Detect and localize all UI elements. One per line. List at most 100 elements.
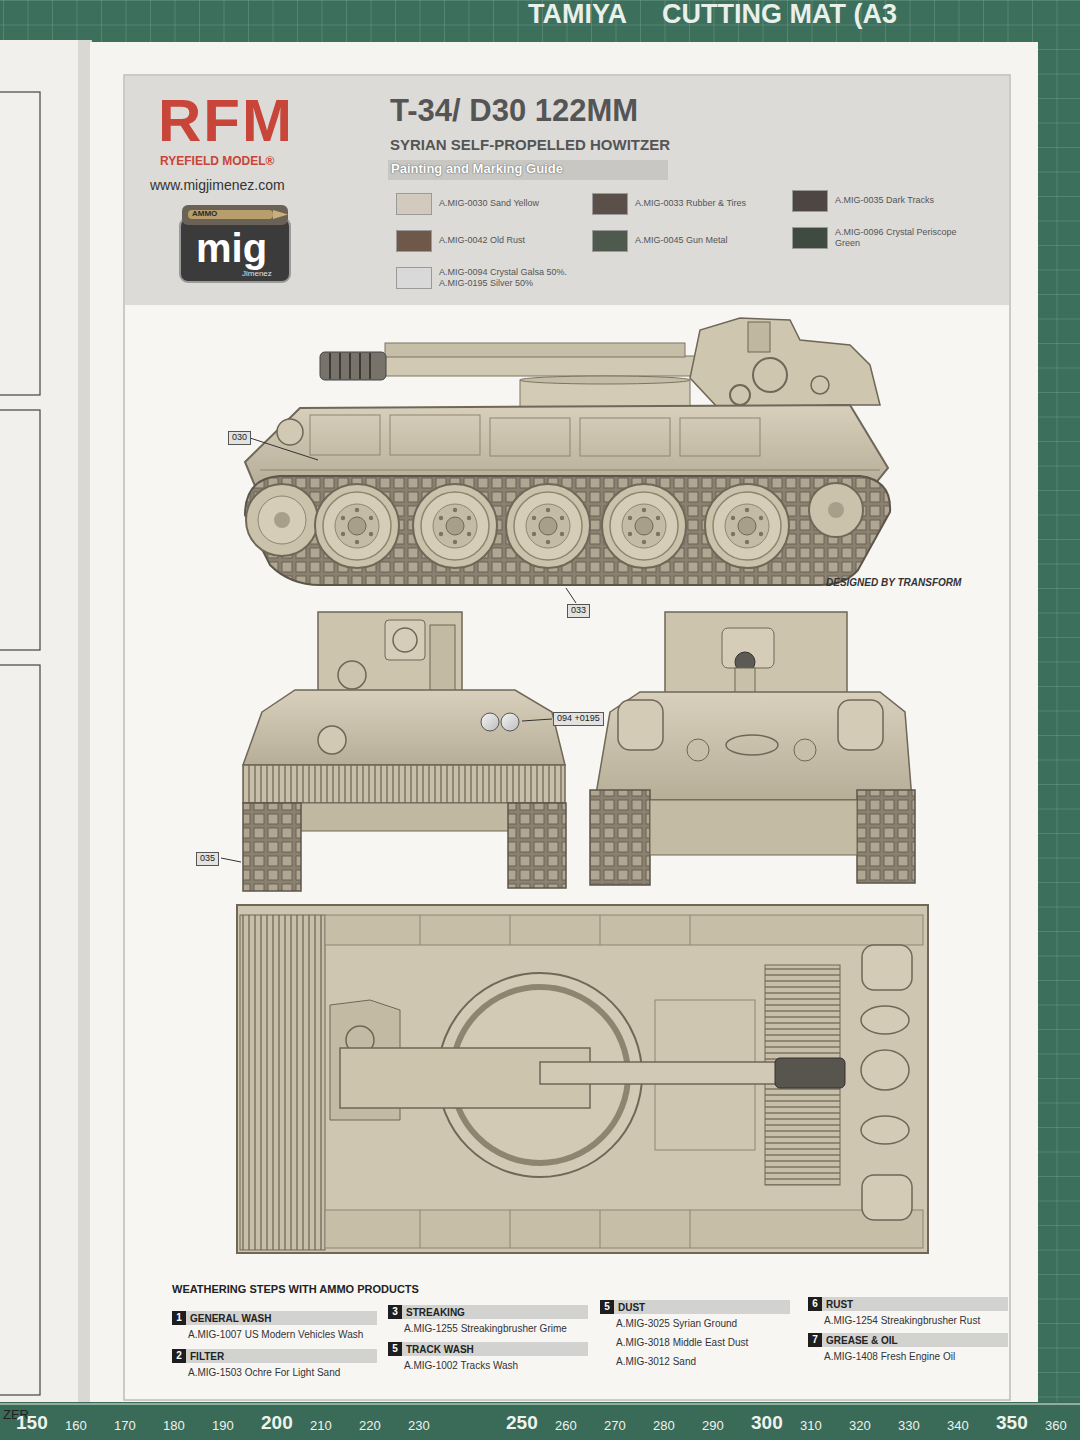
ruler-number: 280 [653, 1419, 675, 1433]
legend-entry: A.MIG-0042 Old Rust [396, 230, 579, 252]
ruler-number: 350 [996, 1413, 1028, 1434]
product-name: A.MIG-3012 Sand [600, 1352, 790, 1371]
step-number: 5 [388, 1342, 402, 1356]
logo-text: AMMO [192, 210, 217, 219]
weathering-step: 6 RUSTA.MIG-1254 Streakingbrusher Rust [808, 1297, 1008, 1330]
ruler-number: 160 [65, 1419, 87, 1433]
ruler-number: 220 [359, 1419, 381, 1433]
mig-logo [180, 205, 290, 282]
ruler-number: 270 [604, 1419, 626, 1433]
paint-name: A.MIG-0030 Sand Yellow [439, 198, 579, 209]
ruler-number: 150 [16, 1413, 48, 1434]
color-swatch [396, 193, 432, 215]
credit-note: DESIGNED BY TRANSFORM [826, 577, 961, 588]
step-title: FILTER [190, 1351, 230, 1362]
step-title: GREASE & OIL [826, 1335, 904, 1346]
brand-name: RYEFIELD MODEL® [160, 155, 274, 168]
step-title: DUST [618, 1302, 651, 1313]
product-name: A.MIG-1503 Ochre For Light Sand [172, 1363, 377, 1382]
step-header: 5 DUST [600, 1300, 790, 1314]
ruler-number: 180 [163, 1419, 185, 1433]
step-number: 3 [388, 1305, 402, 1319]
weathering-step: 3 STREAKINGA.MIG-1255 Streakingbrusher Gr… [388, 1305, 588, 1338]
callout-number: 033 [567, 604, 590, 618]
product-name: A.MIG-1255 Streakingbrusher Grime [388, 1319, 588, 1338]
step-number: 7 [808, 1333, 822, 1347]
step-header: 7 GREASE & OIL [808, 1333, 1008, 1347]
color-swatch [592, 193, 628, 215]
product-name: A.MIG-1254 Streakingbrusher Rust [808, 1311, 1008, 1330]
callout-number: 094 +0195 [553, 712, 604, 726]
ruler-number: 320 [849, 1419, 871, 1433]
step-title: STREAKING [406, 1307, 471, 1318]
ruler-number: 260 [555, 1419, 577, 1433]
step-header: 6 RUST [808, 1297, 1008, 1311]
legend-entry: A.MIG-0035 Dark Tracks [792, 190, 975, 212]
logo-text: mig [196, 226, 267, 270]
ruler-number: 340 [947, 1419, 969, 1433]
website: www.migjimenez.com [150, 178, 285, 193]
ruler-number: 200 [261, 1413, 293, 1434]
weathering-step: 1 GENERAL WASHA.MIG-1007 US Modern Vehicl… [172, 1311, 377, 1344]
ruler-number: 300 [751, 1413, 783, 1434]
step-header: 5 TRACK WASH [388, 1342, 588, 1356]
legend-entry: A.MIG-0030 Sand Yellow [396, 193, 579, 215]
step-title: RUST [826, 1299, 859, 1310]
paint-name: A.MIG-0094 Crystal Galsa 50%. A.MIG-0195… [439, 267, 579, 290]
legend-entry: A.MIG-0094 Crystal Galsa 50%. A.MIG-0195… [396, 267, 579, 290]
section-heading: WEATHERING STEPS WITH AMMO PRODUCTS [172, 1283, 419, 1295]
step-number: 5 [600, 1300, 614, 1314]
product-name: A.MIG-1408 Fresh Engine Oil [808, 1347, 1008, 1366]
weathering-step: 5 DUSTA.MIG-3025 Syrian GroundA.MIG-3018 … [600, 1300, 790, 1371]
side-view [245, 318, 890, 603]
color-swatch [792, 227, 828, 249]
paint-name: A.MIG-0096 Crystal Periscope Green [835, 227, 975, 250]
ruler-number: 360 [1045, 1419, 1067, 1433]
step-title: GENERAL WASH [190, 1313, 278, 1324]
step-header: 1 GENERAL WASH [172, 1311, 377, 1325]
callout-number: 030 [228, 431, 251, 445]
product-name: A.MIG-3025 Syrian Ground [600, 1314, 790, 1333]
step-number: 2 [172, 1349, 186, 1363]
ruler-number: 210 [310, 1419, 332, 1433]
rear-view [221, 612, 566, 891]
step-number: 1 [172, 1311, 186, 1325]
color-swatch [592, 230, 628, 252]
legend-entry: A.MIG-0096 Crystal Periscope Green [792, 227, 975, 250]
color-swatch [792, 190, 828, 212]
ruler-number: 170 [114, 1419, 136, 1433]
weathering-step: 2 FILTERA.MIG-1503 Ochre For Light Sand [172, 1349, 377, 1382]
subtitle: SYRIAN SELF-PROPELLED HOWITZER [390, 137, 670, 154]
section-heading: Painting and Marking Guide [391, 162, 563, 176]
paint-name: A.MIG-0042 Old Rust [439, 235, 579, 246]
brand-logo: RFM [158, 88, 294, 154]
ruler-number: 250 [506, 1413, 538, 1434]
step-title: TRACK WASH [406, 1344, 480, 1355]
color-swatch [396, 230, 432, 252]
front-view [590, 612, 915, 885]
paint-name: A.MIG-0045 Gun Metal [635, 235, 775, 246]
weathering-step: 5 TRACK WASHA.MIG-1002 Tracks Wash [388, 1342, 588, 1375]
color-swatch [396, 267, 432, 289]
paint-name: A.MIG-0033 Rubber & Tires [635, 198, 775, 209]
logo-text: Jimenez [242, 270, 272, 279]
mat-print: TAMIYA [528, 0, 627, 30]
paint-name: A.MIG-0035 Dark Tracks [835, 195, 975, 206]
product-name: A.MIG-3018 Middle East Dust [600, 1333, 790, 1352]
top-view [237, 905, 928, 1253]
ruler-number: 190 [212, 1419, 234, 1433]
callout-number: 035 [196, 852, 219, 866]
step-number: 6 [808, 1297, 822, 1311]
product-name: A.MIG-1002 Tracks Wash [388, 1356, 588, 1375]
product-name: A.MIG-1007 US Modern Vehicles Wash [172, 1325, 377, 1344]
ruler-number: 310 [800, 1419, 822, 1433]
weathering-step: 7 GREASE & OILA.MIG-1408 Fresh Engine Oil [808, 1333, 1008, 1366]
ruler-number: 290 [702, 1419, 724, 1433]
step-header: 3 STREAKING [388, 1305, 588, 1319]
step-header: 2 FILTER [172, 1349, 377, 1363]
ruler-number: 230 [408, 1419, 430, 1433]
page-title: T-34/ D30 122MM [390, 94, 638, 128]
legend-entry: A.MIG-0045 Gun Metal [592, 230, 775, 252]
ruler-number: 330 [898, 1419, 920, 1433]
